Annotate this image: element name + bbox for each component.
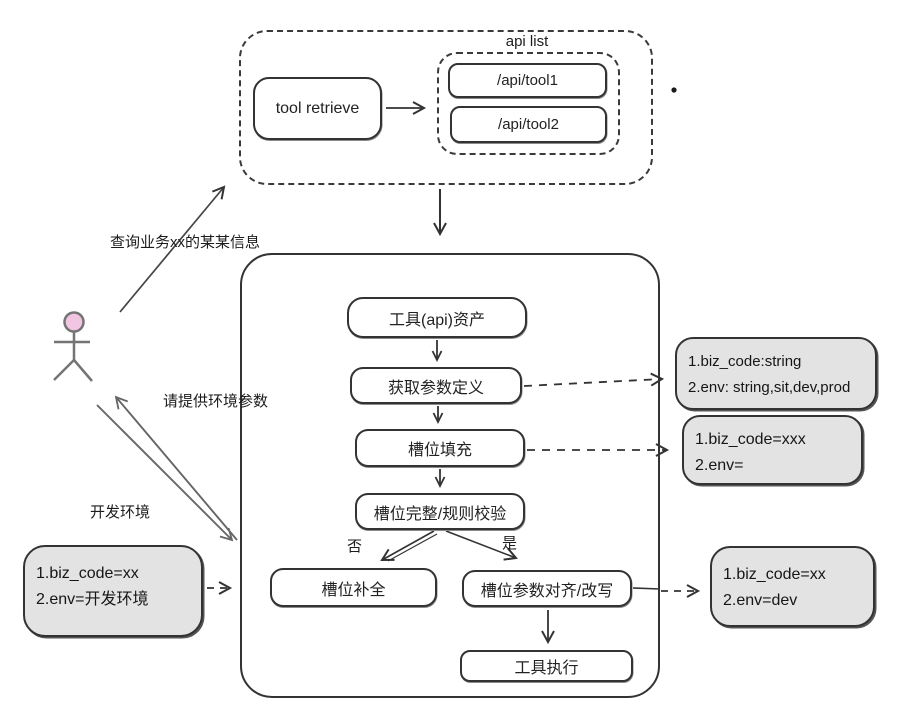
node-tool-execute-label: 工具执行: [514, 660, 579, 677]
note-dev-env-line2: 2.env=开发环境: [36, 591, 149, 608]
note-dev-env-input: 1.biz_code=xx 2.env=开发环境: [23, 545, 203, 637]
node-slot-validation: 槽位完整/规则校验: [355, 493, 525, 530]
branch-yes-label: 是: [502, 532, 517, 553]
actor-leg-left: [53, 359, 75, 381]
note-param-definition-line2: 2.env: string,sit,dev,prod: [688, 379, 851, 396]
note-slot-filled-line2: 2.env=: [695, 457, 744, 474]
actor-env-request-text: 请提供环境参数: [163, 393, 269, 410]
note-dev-env-line1: 1.biz_code=xx: [36, 565, 139, 582]
node-slot-align-label: 槽位参数对齐/改写: [480, 582, 614, 600]
note-slot-filled: 1.biz_code=xxx 2.env=: [682, 415, 863, 485]
arrow-actor-query: [119, 185, 226, 313]
actor-query-label: 查询业务xx的某某信息: [110, 231, 260, 252]
note-param-definition-line1: 1.biz_code:string: [688, 353, 802, 370]
node-slot-align: 槽位参数对齐/改写: [462, 570, 632, 607]
node-slot-filling-label: 槽位填充: [407, 442, 472, 459]
actor-head: [63, 311, 85, 333]
actor-query-text: 查询业务xx的某某信息: [110, 234, 261, 251]
stray-dot: [671, 87, 677, 93]
node-tool-retrieve: tool retrieve: [253, 77, 382, 140]
arrow-env-request: [114, 395, 238, 541]
node-api-tool2-label: /api/tool2: [498, 116, 559, 133]
actor-leg-right: [73, 359, 93, 382]
node-slot-filling: 槽位填充: [355, 429, 525, 467]
actor-env-reply-label: 开发环境: [90, 501, 150, 522]
arrow-branch-no: [380, 530, 435, 562]
node-api-tool1: /api/tool1: [448, 63, 607, 98]
actor-env-request-label: 请提供环境参数: [163, 390, 268, 411]
node-slot-completion: 槽位补全: [270, 568, 437, 607]
arrow-env-reply: [96, 404, 234, 542]
node-get-param-def-label: 获取参数定义: [387, 379, 484, 397]
node-tool-retrieve-label: tool retrieve: [275, 99, 360, 117]
note-param-definition: 1.biz_code:string 2.env: string,sit,dev,…: [675, 337, 877, 410]
note-final-params: 1.biz_code=xx 2.env=dev: [710, 546, 875, 627]
node-tool-asset-label: 工具(api)资产: [388, 311, 485, 329]
actor-figure: [53, 311, 93, 382]
arrow-branch-no-double: [387, 533, 438, 562]
note-final-params-line1: 1.biz_code=xx: [723, 566, 826, 583]
connector-align-to-edge: [632, 587, 661, 590]
node-slot-completion-label: 槽位补全: [321, 581, 386, 599]
branch-no-label: 否: [347, 535, 362, 556]
api-list-group: [437, 52, 620, 155]
node-tool-execute: 工具执行: [460, 650, 633, 682]
node-tool-asset: 工具(api)资产: [347, 297, 527, 338]
node-api-tool1-label: /api/tool1: [497, 72, 558, 89]
node-api-tool2: /api/tool2: [450, 106, 607, 143]
node-slot-validation-label: 槽位完整/规则校验: [373, 505, 507, 523]
note-final-params-line2: 2.env=dev: [723, 592, 798, 609]
node-get-param-def: 获取参数定义: [350, 367, 522, 404]
api-list-title-text: api list: [505, 33, 549, 50]
branch-no-text: 否: [347, 538, 363, 555]
arrow-branch-yes: [445, 530, 518, 561]
pipeline-container: [240, 253, 660, 698]
retrieval-group: [239, 30, 653, 185]
branch-yes-text: 是: [502, 535, 518, 552]
actor-env-reply-text: 开发环境: [90, 504, 151, 521]
note-slot-filled-line1: 1.biz_code=xxx: [695, 431, 806, 448]
api-list-title: api list: [437, 33, 617, 50]
